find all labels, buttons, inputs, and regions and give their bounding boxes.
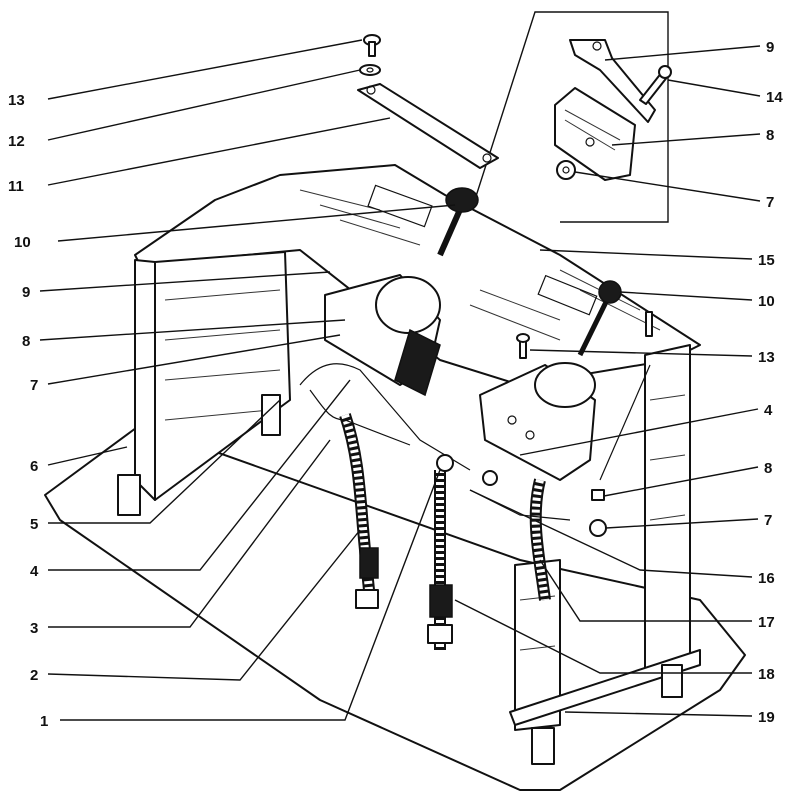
left-panel-hatching (164, 289, 281, 421)
callout-9-inset: 9 (766, 39, 774, 56)
callout-12: 12 (8, 133, 25, 150)
right-screw-13 (516, 333, 530, 359)
left-side-panel (154, 251, 291, 501)
callout-8-right: 8 (764, 460, 772, 477)
right-front-foot (531, 727, 555, 765)
callout-19: 19 (758, 709, 775, 726)
right-valve-block (479, 362, 596, 481)
inset-bolt (639, 65, 672, 105)
callout-11: 11 (8, 178, 24, 195)
callout-8-left: 8 (22, 333, 30, 350)
right-bolt-10 (645, 311, 653, 337)
callout-5: 5 (30, 516, 38, 533)
callout-14: 14 (766, 89, 783, 106)
pipe-lines (299, 363, 571, 521)
right-lever (577, 280, 622, 357)
inset-nut (556, 160, 576, 180)
callout-13-left: 13 (8, 92, 25, 109)
leader-lines-left (39, 39, 456, 721)
callout-10-right: 10 (758, 293, 775, 310)
side-nut-washer (589, 489, 607, 537)
callout-13-right: 13 (758, 349, 775, 366)
callout-8-inset: 8 (766, 127, 774, 144)
inset-bracket (569, 39, 656, 123)
top-screw (363, 34, 381, 57)
inset-frame (429, 11, 669, 341)
top-washer (359, 64, 381, 76)
callout-6: 6 (30, 458, 38, 475)
callout-9-left: 9 (22, 284, 30, 301)
top-frame (134, 164, 701, 386)
right-foot-plate (509, 649, 701, 726)
callout-15: 15 (758, 252, 775, 269)
top-frame-slot-right (537, 274, 598, 316)
top-frame-hatching (299, 189, 661, 341)
top-strap (357, 83, 499, 169)
top-frame-slot-left (367, 184, 433, 228)
callout-2: 2 (30, 667, 38, 684)
right-rear-foot (661, 664, 683, 698)
hose-center (427, 470, 453, 650)
callout-7-left: 7 (30, 377, 38, 394)
leader-lines-right (454, 45, 761, 717)
inset-block (554, 87, 636, 181)
callout-7-inset: 7 (766, 194, 774, 211)
callout-17: 17 (758, 614, 775, 631)
callout-18: 18 (758, 666, 775, 683)
left-lever (437, 187, 479, 257)
callout-3: 3 (30, 620, 38, 637)
hose-left (339, 413, 379, 609)
tie-rod (599, 364, 651, 481)
left-leg (134, 259, 156, 501)
callout-4-left: 4 (30, 563, 39, 580)
callout-1: 1 (40, 713, 48, 730)
callout-16: 16 (758, 570, 775, 587)
hose-right (529, 478, 551, 601)
left-valve-block (324, 274, 441, 397)
callout-7-right: 7 (764, 512, 772, 529)
callout-4-right: 4 (764, 402, 773, 419)
callout-10-left: 10 (14, 234, 31, 251)
left-foot (117, 474, 141, 516)
